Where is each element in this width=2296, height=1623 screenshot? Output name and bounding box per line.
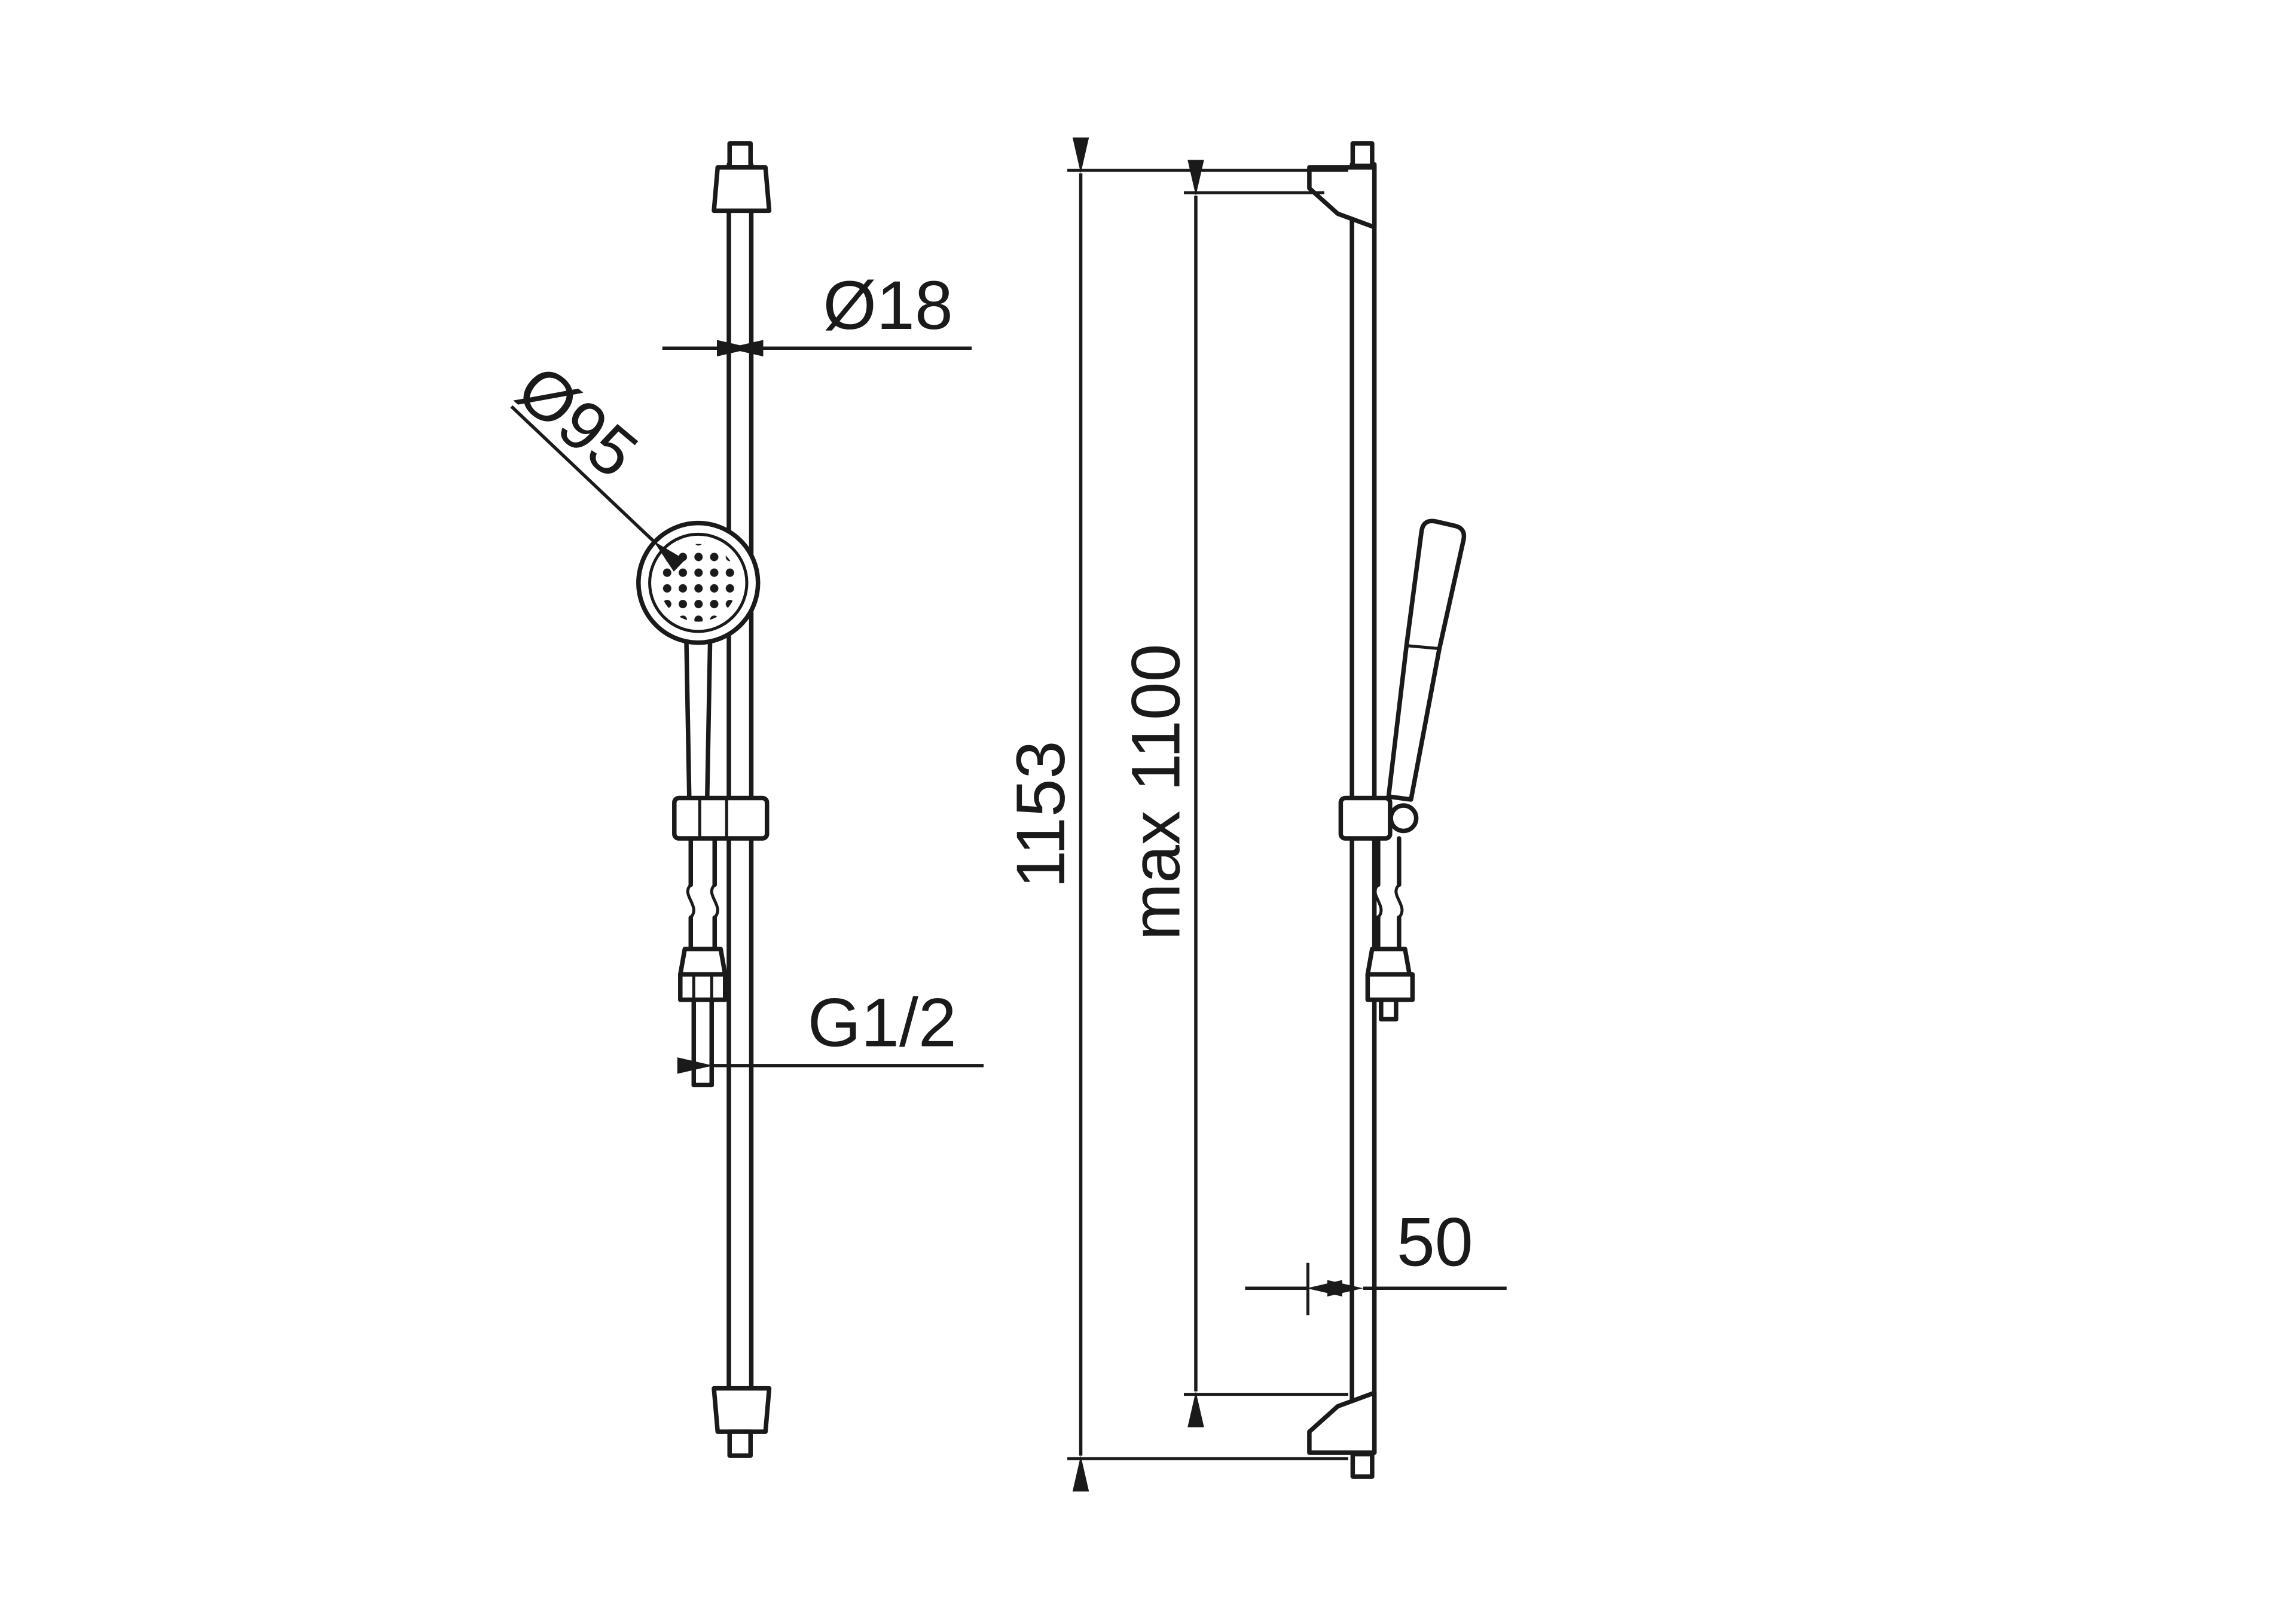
- holder-knob: [1388, 803, 1419, 834]
- slider-holder-front: [672, 795, 770, 841]
- dimension-total-height: 1153: [1003, 137, 1348, 1492]
- hose-break-symbol: [1394, 883, 1404, 919]
- hose-nut: [1365, 972, 1415, 1002]
- total-height-label: 1153: [1003, 740, 1079, 888]
- dimension-wall-offset: 50: [1245, 1204, 1507, 1316]
- dimension-rail-diameter: Ø18: [662, 267, 972, 357]
- dimension-hose-thread: G1/2: [677, 984, 984, 1074]
- rail-diameter-label: Ø18: [823, 267, 953, 344]
- handle-joint-line: [1406, 644, 1440, 651]
- hand-shower-handle: [1386, 518, 1467, 802]
- head-diameter-label: Ø95: [503, 350, 652, 493]
- slider-holder-side: [1338, 795, 1419, 841]
- hose-cone: [1365, 947, 1412, 977]
- hose-break-symbol: [710, 883, 719, 919]
- wall-bracket-top-side: [1307, 165, 1377, 230]
- hose-thread-label: G1/2: [808, 984, 957, 1061]
- wall-bracket-bottom-side: [1307, 1390, 1377, 1455]
- max-height-label: max 1100: [1118, 643, 1194, 940]
- dimension-max-height: max 1100: [1118, 160, 1348, 1427]
- dimension-head-diameter: Ø95: [503, 350, 685, 572]
- wall-bracket-top-front: [712, 165, 772, 213]
- hose-break-symbol: [686, 883, 695, 919]
- hose-nut: [678, 972, 728, 1002]
- hand-shower-side: [1386, 518, 1467, 802]
- shower-hose-front: [678, 836, 728, 1088]
- shower-hose-side: [1365, 836, 1415, 1022]
- hose-break-symbol: [1373, 883, 1383, 919]
- side-view: 1153 max 1100 50: [1003, 137, 1507, 1492]
- front-view: Ø18 Ø95 G1/2: [503, 141, 984, 1458]
- wall-bracket-bottom-front: [712, 1386, 772, 1434]
- shower-head: [636, 520, 761, 801]
- spray-face: [659, 544, 737, 622]
- hose-cone: [678, 947, 728, 977]
- wall-offset-label: 50: [1397, 1204, 1473, 1281]
